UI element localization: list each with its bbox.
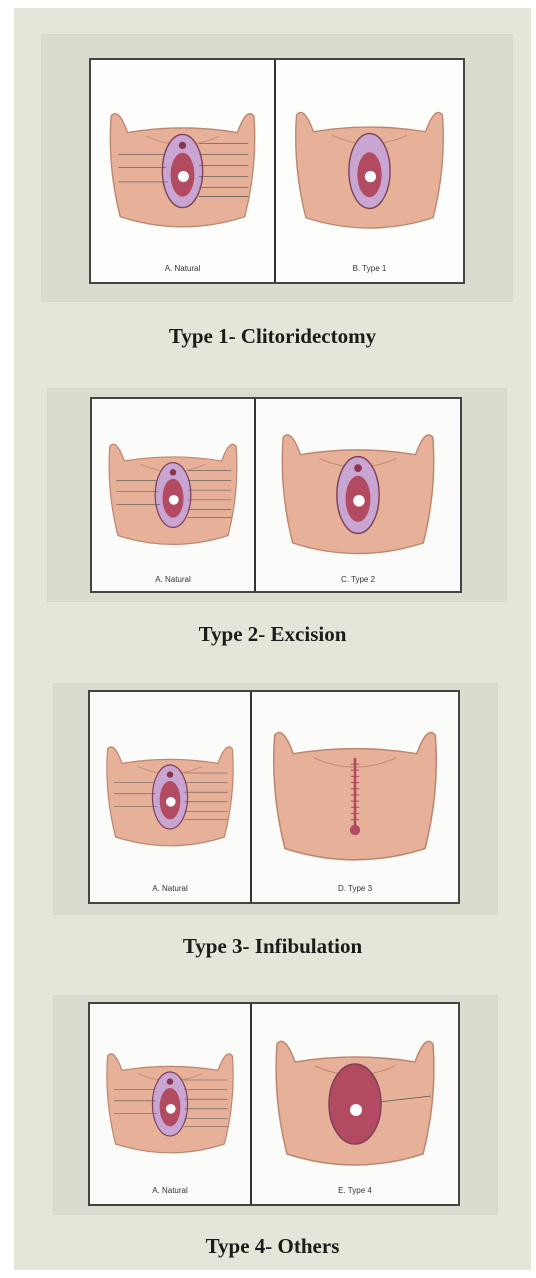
caption-type4: Type 4- Others	[14, 1234, 531, 1259]
label-type1: B. Type 1	[276, 264, 463, 273]
opening	[166, 1104, 176, 1114]
figure-frame-type1: A. Natural B. Type 1	[42, 35, 512, 301]
type3-illustration	[252, 692, 458, 902]
opening	[178, 171, 189, 182]
illustration-sheet: A. Natural D. Type 3	[88, 690, 460, 904]
type1-illustration	[276, 60, 463, 282]
opening	[350, 825, 360, 835]
caption-type1: Type 1- Clitoridectomy	[14, 324, 531, 349]
opening	[350, 1104, 362, 1116]
label-natural: A. Natural	[90, 1186, 250, 1195]
clitoris	[167, 1078, 173, 1084]
natural-anatomy-illustration	[91, 60, 274, 282]
label-natural: A. Natural	[90, 884, 250, 893]
opening	[353, 495, 365, 507]
figure-frame-type4: A. Natural E. Type 4	[54, 996, 497, 1214]
clitoris	[179, 142, 186, 149]
figure-frame-type3: A. Natural D. Type 3	[54, 684, 497, 914]
opening	[166, 797, 176, 807]
diagram-panel: A. Natural B. Type 1 Type 1- Clitoridect…	[14, 8, 531, 1270]
opening	[365, 171, 376, 182]
clitoris	[167, 771, 173, 777]
clitoris	[170, 469, 176, 475]
caption-type3: Type 3- Infibulation	[14, 934, 531, 959]
label-natural: A. Natural	[92, 575, 254, 584]
label-natural: A. Natural	[91, 264, 274, 273]
label-type2: C. Type 2	[256, 575, 460, 584]
natural-anatomy-illustration	[92, 399, 254, 591]
opening	[169, 495, 179, 505]
natural-anatomy-illustration	[90, 1004, 250, 1204]
illustration-sheet: A. Natural C. Type 2	[90, 397, 462, 593]
type2-illustration	[256, 399, 460, 591]
type4-illustration	[252, 1004, 458, 1204]
natural-anatomy-illustration	[90, 692, 250, 902]
label-type4: E. Type 4	[252, 1186, 458, 1195]
label-type3: D. Type 3	[252, 884, 458, 893]
figure-frame-type2: A. Natural C. Type 2	[48, 389, 506, 601]
clitoris	[354, 464, 362, 472]
caption-type2: Type 2- Excision	[14, 622, 531, 647]
illustration-sheet: A. Natural E. Type 4	[88, 1002, 460, 1206]
illustration-sheet: A. Natural B. Type 1	[89, 58, 465, 284]
